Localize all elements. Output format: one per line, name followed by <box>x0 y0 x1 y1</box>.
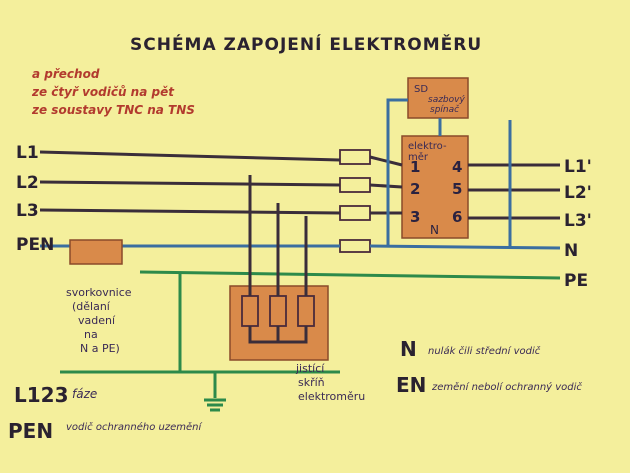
terminal-note-3: vadení <box>78 314 116 327</box>
subtitle-line-1: a přechod <box>32 67 100 81</box>
legend-pen-text: vodič ochranného uzemění <box>66 421 202 433</box>
label-n-out: N <box>564 241 578 261</box>
wire-l2 <box>39 180 341 187</box>
wire-l1 <box>39 150 341 162</box>
breaker-bus <box>248 326 308 344</box>
label-pen: PEN <box>16 235 54 255</box>
breaker-note-2: skříň <box>298 376 325 389</box>
fuse-l1 <box>339 149 371 165</box>
terminal-note-5: N a PE) <box>80 342 120 355</box>
label-l1-out: L1' <box>564 157 592 177</box>
terminal-note-4: na <box>84 328 98 341</box>
meter-num-5: 5 <box>452 180 462 198</box>
breaker-note-3: elektroměru <box>298 390 365 403</box>
legend-n-text: nulák čili střední vodič <box>428 345 541 357</box>
label-pe-out: PE <box>564 271 588 291</box>
sd-switch-box <box>407 77 469 119</box>
legend-pen-key: PEN <box>8 419 53 443</box>
label-l3: L3 <box>16 201 39 221</box>
terminal-block <box>69 239 123 265</box>
wire-l1-meter <box>369 155 403 167</box>
legend-en-text: zemění nebolí ochranný vodič <box>431 381 582 393</box>
label-l2: L2 <box>16 173 39 193</box>
meter-n-label: N <box>430 223 439 237</box>
subtitle-line-2: ze čtyř vodičů na pět <box>31 85 175 99</box>
label-l1: L1 <box>16 143 39 163</box>
wire-n-out <box>369 244 561 250</box>
meter-num-3: 3 <box>410 208 420 226</box>
label-l2-out: L2' <box>564 183 592 203</box>
sd-label-2: sazbový <box>428 95 465 105</box>
legend-n-key: N <box>400 337 417 361</box>
diagram-title: SCHÉMA ZAPOJENÍ ELEKTROMĚRU <box>130 33 482 55</box>
subtitle-line-3: ze soustavy TNC na TNS <box>31 103 195 117</box>
terminal-note-2: (dělaní <box>72 300 111 313</box>
meter-box <box>401 135 469 239</box>
legend-l123-text: fáze <box>72 387 97 401</box>
fuse-l2 <box>339 177 371 193</box>
sd-feed-wire <box>386 98 408 120</box>
meter-label-1: elektro- <box>408 141 447 152</box>
wire-l3 <box>39 208 341 215</box>
sd-label: SD <box>414 84 428 95</box>
label-l3-out: L3' <box>564 211 592 231</box>
legend-l123-key: L123 <box>14 383 69 407</box>
terminal-note-1: svorkovnice <box>66 286 132 299</box>
fuse-n <box>339 239 371 253</box>
wire-l2-meter <box>369 183 403 189</box>
meter-num-1: 1 <box>410 158 420 176</box>
breaker-feed-wires <box>248 175 308 296</box>
meter-label-2: měr <box>408 151 429 163</box>
meter-num-2: 2 <box>410 180 420 198</box>
breaker-note-1: jistící <box>295 362 325 375</box>
wire-pe <box>139 270 561 280</box>
meter-num-6: 6 <box>452 208 462 226</box>
breaker-box <box>229 285 329 361</box>
legend-en-key: EN <box>396 373 426 397</box>
fuse-l3 <box>339 205 371 221</box>
meter-num-4: 4 <box>452 158 462 176</box>
sd-label-3: spínač <box>430 104 460 115</box>
ground-symbol <box>204 398 226 412</box>
